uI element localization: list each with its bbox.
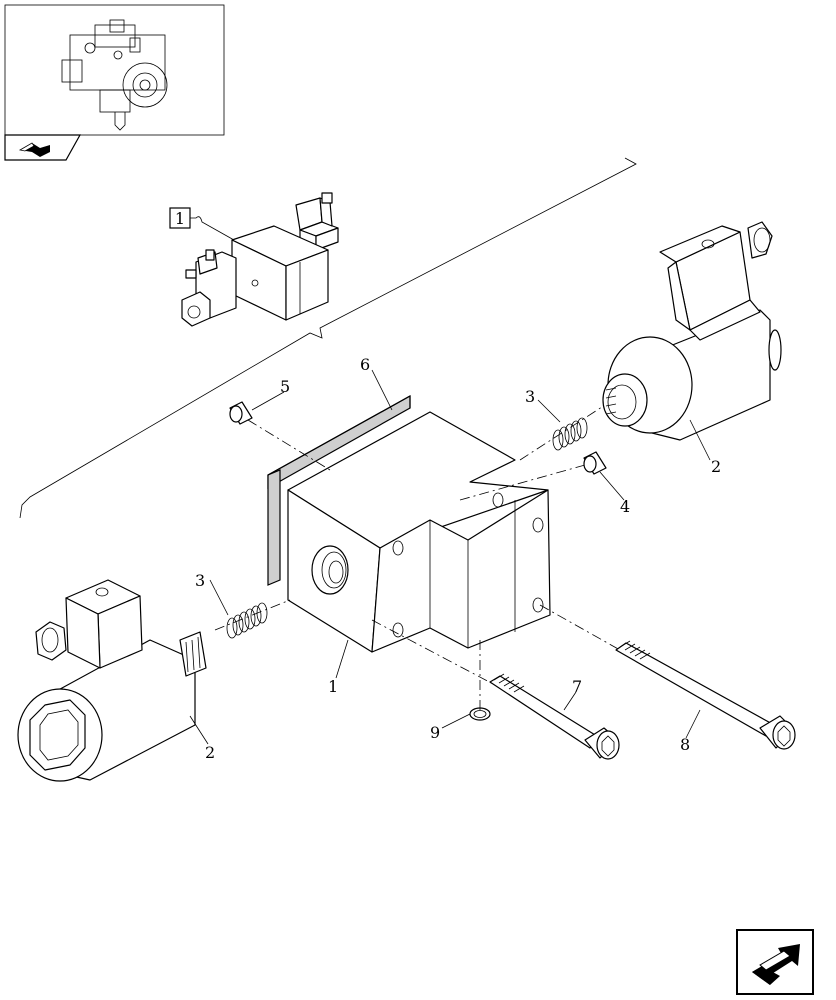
callout-2-left[interactable]: 2 [205, 743, 215, 762]
valve-body-part[interactable] [287, 411, 551, 653]
callout-3-right[interactable]: 3 [525, 387, 535, 406]
cap-screw-long-part[interactable] [615, 640, 796, 750]
callout-9[interactable]: 9 [430, 723, 440, 742]
callout-2-right[interactable]: 2 [711, 457, 721, 476]
assembly-axis-lines [214, 404, 621, 712]
pump-thumbnail-image [61, 19, 168, 131]
spring-left-part [226, 602, 268, 639]
plug-right-part[interactable] [583, 451, 607, 475]
callout-1[interactable]: 1 [328, 677, 338, 696]
callout-leaders [189, 369, 711, 745]
back-arrow-icon [18, 142, 50, 157]
callout-6[interactable]: 6 [360, 355, 370, 374]
next-page-button[interactable] [736, 929, 814, 995]
callout-5[interactable]: 5 [280, 377, 290, 396]
assembly-ref-label: 1 [175, 209, 185, 228]
callout-4[interactable]: 4 [620, 497, 630, 516]
gasket-part[interactable] [267, 394, 411, 586]
thumbnail-panel[interactable] [4, 4, 225, 136]
thumbnail-tab[interactable] [4, 134, 82, 161]
callout-8[interactable]: 8 [680, 735, 690, 754]
cap-screw-short-part[interactable] [489, 673, 620, 760]
assembly-ref-callout[interactable]: 1 [169, 207, 235, 241]
callout-7[interactable]: 7 [572, 677, 582, 696]
solenoid-left-part[interactable] [17, 579, 207, 782]
spring-right-part [552, 417, 588, 451]
next-page-arrow-icon [752, 944, 800, 985]
plug-upper-part[interactable] [229, 401, 253, 425]
callout-3-left[interactable]: 3 [195, 571, 205, 590]
solenoid-right-part[interactable] [602, 221, 782, 441]
assembly-reference-valve: 1 [169, 192, 339, 327]
section-break-line [19, 157, 637, 519]
